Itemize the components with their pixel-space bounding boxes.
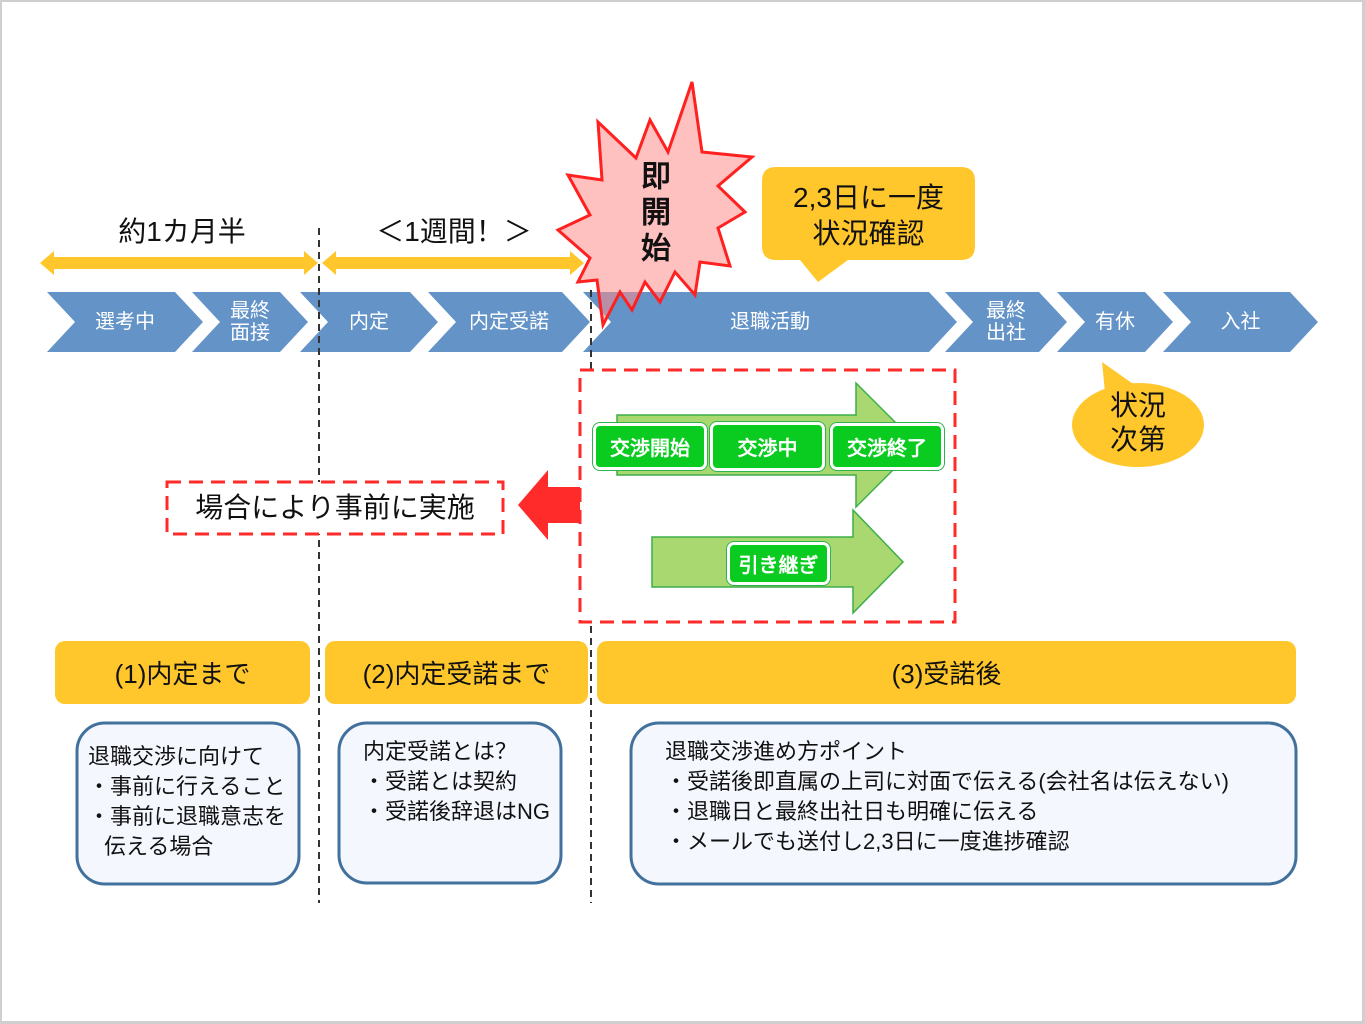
chevron-step-8 [1163,292,1318,352]
chevron-step-5 [583,292,957,352]
section-1-content: 退職交渉に向けて ・事前に行えること ・事前に退職意志を 伝える場合 [88,742,286,862]
content-line: ・受諾とは契約 [363,769,518,794]
callout-line: 状況 [1109,390,1166,421]
timeline-step-label: 退職活動 [730,311,810,333]
section-header-bg-2 [325,641,588,704]
chevron-step-7 [1057,292,1173,352]
section-header-2: (2)内定受諾まで [362,659,551,689]
duration-arrow-1 [40,251,318,275]
content-line: ・事前に退職意志を [88,804,287,829]
section-header-1: (1)内定まで [114,659,251,689]
callout-line: 2,3日に一度 [793,182,944,213]
content-line: 伝える場合 [104,834,214,859]
timeline-step-label: 最終 [230,300,270,322]
callout-paid-leave-bubble [1072,362,1204,467]
section-header-3: (3)受諾後 [891,659,1002,689]
timeline-step-7: 有休 [1057,292,1173,352]
chevron-step-2 [192,292,308,352]
timeline-step-3: 内定 [300,292,438,352]
section-3-content: 退職交渉進め方ポイント ・受諾後即直属の上司に対面で伝える(会社名は伝えない) … [665,737,1229,857]
handover-step: 引き継ぎ [727,542,830,585]
negotiation-step-end: 交渉終了 [830,423,944,470]
callout-line: 次第 [1109,424,1166,455]
callout-paid-leave-oval [1072,383,1204,467]
content-line: ・メールでも送付し2,3日に一度進捗確認 [665,829,1070,854]
timeline-step-label: 入社 [1220,311,1261,333]
section-box-2 [337,721,563,885]
callout-check-in: 2,3日に一度 状況確認 [762,180,975,252]
chevron-step-3 [300,292,438,352]
content-line: ・事前に行えること [88,774,286,799]
content-line: ・受諾後辞退はNG [363,799,551,824]
duration-arrow-2 [322,251,584,275]
callout-line: 状況確認 [812,218,925,249]
timeline-step-1: 選考中 [47,292,203,352]
timeline-step-label: 内定 [349,311,389,333]
callout-check-in-bubble [762,167,975,282]
content-line: 内定受諾とは？ [363,739,518,764]
negotiation-step-start: 交渉開始 [593,423,707,470]
chevron-step-1 [47,292,203,352]
advance-note-text: 場合により事前に実施 [195,492,475,523]
section-box-3 [629,721,1298,886]
content-line: ・退職日と最終出社日も明確に伝える [665,799,1039,824]
section-header-bg-3 [597,641,1296,704]
advance-note-box [165,480,505,536]
timeline-step-label: 選考中 [95,311,155,333]
timeline-step-5: 退職活動 [583,292,957,352]
duration-label-until-offer: 約1カ月半 [118,216,246,247]
duration-label-offer-to-acceptance: ＜1週間！＞ [376,216,532,247]
chevron-step-6 [945,292,1067,352]
section-2-content: 内定受諾とは？ ・受諾とは契約 ・受諾後辞退はNG [363,737,550,827]
content-line: 退職交渉進め方ポイント [665,739,908,764]
timeline-step-4: 内定受諾 [428,292,590,352]
starburst-shape [555,81,756,330]
negotiation-step-ongoing: 交渉中 [710,422,825,471]
callout-paid-leave: 状況 次第 [1072,389,1204,457]
timeline-step-label: 出社 [986,322,1026,344]
timeline-step-label: 最終 [986,300,1026,322]
section-header-bg-1 [55,641,310,704]
timeline-step-8: 入社 [1163,292,1318,352]
timeline-step-2: 最終 面接 [192,292,308,352]
chevron-step-4 [428,292,590,352]
starburst-label: 即開始 [636,160,669,268]
section-box-1 [75,721,301,886]
timeline-step-label: 面接 [230,322,270,344]
content-line: 退職交渉に向けて [88,744,265,769]
content-line: ・受諾後即直属の上司に対面で伝える(会社名は伝えない) [665,769,1229,794]
timeline-step-label: 有休 [1095,311,1135,333]
advance-arrow-left [518,470,580,540]
timeline-step-6: 最終 出社 [945,292,1067,352]
timeline-step-label: 内定受諾 [469,311,549,333]
timeline-chevrons [47,292,1318,352]
